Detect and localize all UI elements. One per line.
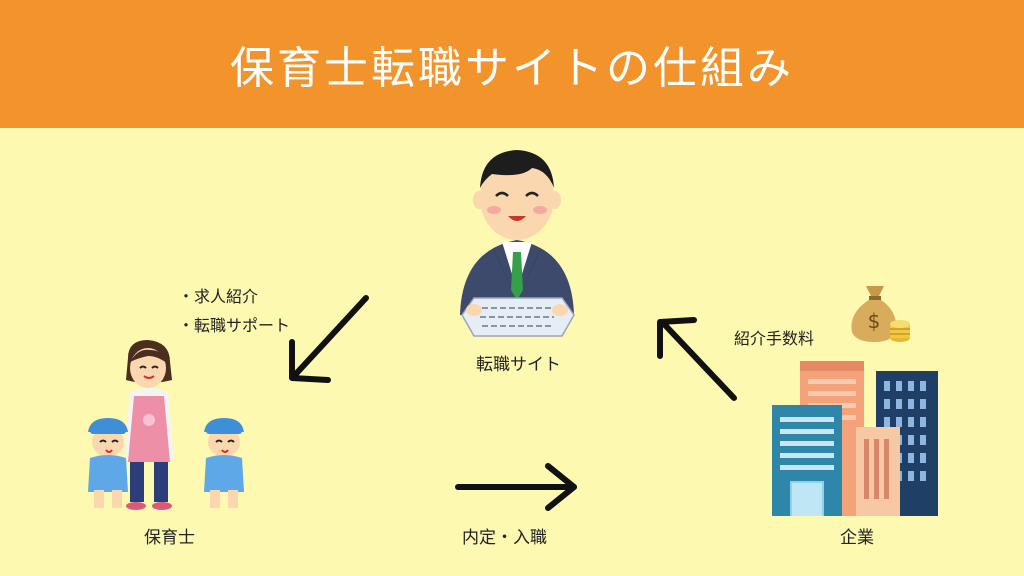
- recruiter-illustration: [460, 150, 575, 337]
- edge-label-offer-joining: 内定・入職: [462, 528, 547, 548]
- bullet-career-support: ・転職サポート: [178, 316, 291, 335]
- company-buildings-illustration: [772, 361, 938, 516]
- header-banner: 保育士転職サイトの仕組み: [0, 0, 1024, 128]
- node-label-nursery-teacher: 保育士: [144, 528, 195, 548]
- svg-text:$: $: [868, 309, 881, 333]
- node-label-site: 転職サイト: [476, 355, 561, 375]
- nursery-teacher-illustration: [88, 340, 244, 510]
- site-to-teacher-labels: ・求人紹介 ・転職サポート: [178, 282, 290, 340]
- arrow-site-to-teacher: [289, 295, 369, 383]
- arrow-teacher-to-company: [455, 463, 577, 511]
- money-bag-icon: $: [851, 286, 910, 342]
- bullet-job-introduction: ・求人紹介: [178, 287, 259, 306]
- arrow-company-to-site: [657, 317, 737, 401]
- diagram-title: 保育士転職サイトの仕組み: [230, 43, 794, 94]
- node-label-company: 企業: [840, 528, 874, 548]
- edge-label-referral-fee: 紹介手数料: [734, 329, 815, 348]
